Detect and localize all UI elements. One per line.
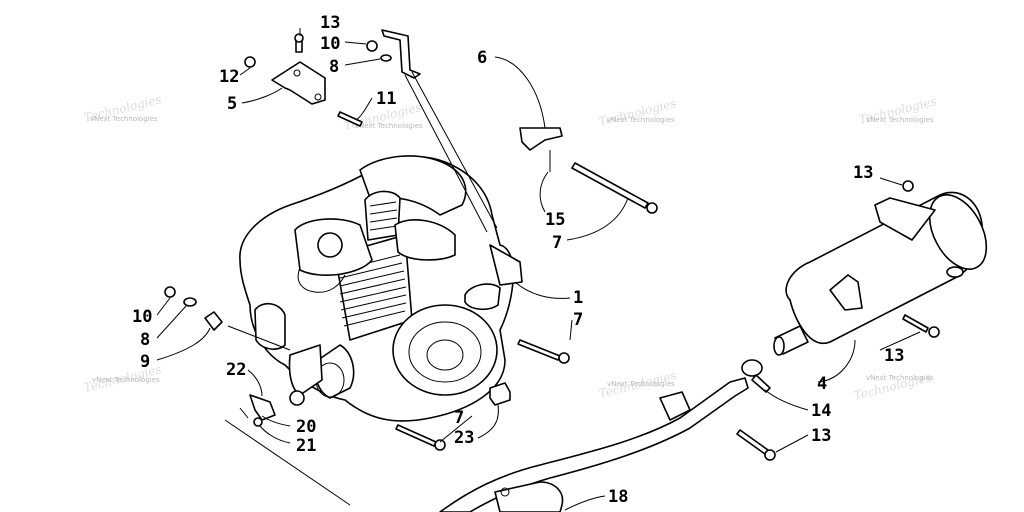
bolt-13-lower <box>736 429 769 455</box>
callout-14: 14 <box>811 401 831 421</box>
muffler-assembly <box>773 180 988 356</box>
washer-8-top <box>380 54 392 62</box>
upper-brackets <box>244 29 658 233</box>
bolt-7-right <box>517 339 561 361</box>
watermark: vNext Technologies <box>866 374 934 382</box>
bolt-head <box>928 326 940 338</box>
watermark: vNext Technologies <box>92 376 160 384</box>
engine-assembly <box>239 155 523 422</box>
callout-9: 9 <box>140 352 150 372</box>
exhaust-pipe-assembly <box>439 359 776 512</box>
bolt-head <box>764 449 776 461</box>
callout-1: 1 <box>573 288 583 308</box>
heat-shield-18 <box>494 481 564 512</box>
clip-20 <box>249 394 276 421</box>
carb-bowl <box>317 232 343 258</box>
drain-plug <box>289 390 305 406</box>
callout-12: 12 <box>219 67 239 87</box>
bolt-head <box>294 33 304 43</box>
clamp-bolt <box>751 374 771 393</box>
callout-8-left: 8 <box>140 330 150 350</box>
callout-13-lower: 13 <box>811 426 831 446</box>
long-bolt-7 <box>571 162 649 209</box>
bracket-6 <box>381 29 421 79</box>
callout-6: 6 <box>477 48 487 68</box>
bracket-5 <box>271 61 326 105</box>
bolt-11 <box>337 111 363 127</box>
pipe-bracket <box>659 391 691 421</box>
engine-mount-boss <box>464 283 501 311</box>
callout-13: 13 <box>320 13 340 33</box>
callout-10: 10 <box>320 34 340 54</box>
spacer-23 <box>489 382 511 406</box>
right-fasteners <box>395 339 570 451</box>
clamp-14 <box>741 359 763 377</box>
callout-22: 22 <box>226 360 246 380</box>
inlet-opening <box>773 336 785 356</box>
callout-11: 11 <box>376 89 396 109</box>
muffler-mount-tab <box>829 274 863 311</box>
watermark: vNext Technologies <box>90 115 158 123</box>
exhaust-pipe <box>439 377 749 512</box>
watermark: vNext Technologies <box>607 380 675 388</box>
intake-boot <box>364 190 401 241</box>
leader-lines <box>156 28 921 511</box>
callout-15: 15 <box>545 210 565 230</box>
bracket-15 <box>519 127 563 151</box>
fastener-21 <box>253 417 263 427</box>
muffler-end-cap <box>928 194 988 270</box>
callout-4: 4 <box>817 374 827 394</box>
spacer-9 <box>204 311 223 331</box>
lower-bracket <box>288 344 323 396</box>
callout-21: 21 <box>296 436 316 456</box>
exhaust-port <box>254 302 286 350</box>
callout-13-right: 13 <box>884 346 904 366</box>
bolt-13-muffler <box>902 180 914 192</box>
starter-motor <box>394 219 456 261</box>
bolt-head <box>434 439 446 451</box>
bolt-head <box>558 352 570 364</box>
watermark: vNext Technologies <box>607 116 675 124</box>
callout-7-upper: 7 <box>552 233 562 253</box>
nut-10-top <box>366 40 378 52</box>
callout-8: 8 <box>329 57 339 77</box>
callout-labels: 13 10 8 12 5 11 6 15 7 13 1 7 13 4 10 8 … <box>132 13 904 507</box>
bolt-13-right <box>902 314 929 333</box>
watermark: vNext Technologies <box>866 116 934 124</box>
nut-10-left <box>164 286 176 298</box>
callout-7-lower: 7 <box>454 408 464 428</box>
bolt-7-lower <box>395 424 437 447</box>
muffler-top-bracket <box>874 197 936 241</box>
spark-arrestor <box>946 266 964 278</box>
callout-20: 20 <box>296 417 316 437</box>
engine-top-cover <box>359 155 467 216</box>
bolt-head <box>646 202 658 214</box>
callout-7-right: 7 <box>573 310 583 330</box>
watermarks: Technologies vNext Technologies Technolo… <box>82 92 937 403</box>
callout-5: 5 <box>227 94 237 114</box>
watermark: vNext Technologies <box>355 122 423 130</box>
callout-18: 18 <box>608 487 628 507</box>
washer-8-left <box>183 297 197 307</box>
left-fasteners <box>164 286 351 506</box>
callout-10-left: 10 <box>132 307 152 327</box>
engine-mount-bracket <box>489 244 523 286</box>
callout-13-muffler: 13 <box>853 163 873 183</box>
nut-12 <box>244 56 256 68</box>
callout-23: 23 <box>454 428 474 448</box>
